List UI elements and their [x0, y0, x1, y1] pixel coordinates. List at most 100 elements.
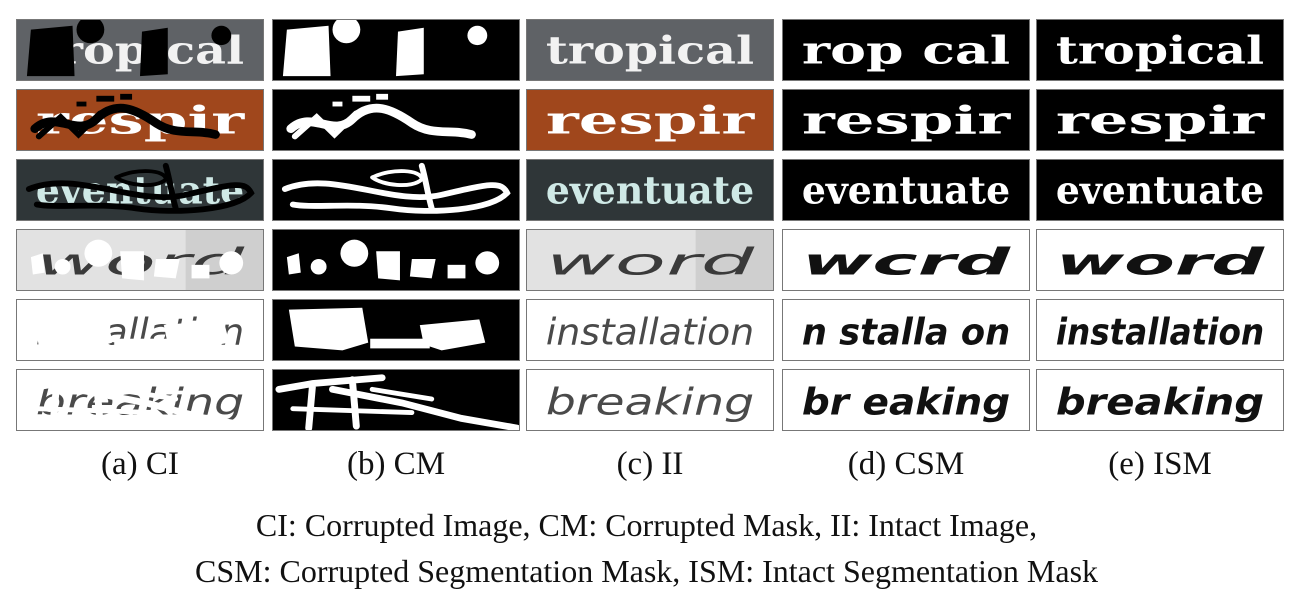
image-ci: installation: [17, 300, 263, 360]
image-ci: eventuate: [17, 160, 263, 220]
mask-shape: [211, 25, 232, 46]
segmentation-text: br eaking: [802, 380, 1010, 423]
word-text: installation: [546, 310, 754, 353]
caption-line-2: CSM: Corrupted Segmentation Mask, ISM: I…: [194, 553, 1099, 589]
column-label-ism: (e) ISM: [1108, 446, 1212, 482]
image-ii: respir: [527, 90, 773, 150]
image-ii: installation: [527, 300, 773, 360]
segmentation-text: wcrd: [802, 240, 1011, 283]
mask-shape: [291, 110, 360, 140]
segmentation-text: eventuate: [802, 168, 1010, 213]
column-label-csm: (d) CSM: [847, 446, 965, 482]
image-cm: [273, 370, 519, 430]
mask-shape: [475, 251, 500, 275]
image-csm: respir: [783, 90, 1029, 150]
cell-cm-eventuate: [272, 159, 520, 221]
cell-ii-breaking: breaking: [526, 369, 774, 431]
image-cm: [273, 300, 519, 360]
mask-shape: [162, 162, 179, 212]
mask-shape: [153, 259, 180, 279]
segmentation-text: word: [1056, 240, 1265, 283]
mask-shape: [84, 239, 113, 267]
cell-csm-eventuate: eventuate: [782, 159, 1030, 221]
mask-shape: [120, 93, 133, 100]
mask-shape: [281, 180, 511, 214]
image-csm: br eaking: [783, 370, 1029, 430]
mask-shape: [54, 259, 71, 275]
column-label-ci: (a) CI: [101, 446, 179, 482]
image-ii: word: [527, 230, 773, 290]
mask-shape: [352, 95, 371, 102]
mask-shape: [76, 20, 105, 44]
mask-shape: [30, 253, 45, 275]
mask-shape: [419, 319, 486, 351]
mask-shape: [332, 20, 361, 44]
mask-shape: [120, 251, 144, 281]
mask-shape: [376, 251, 400, 281]
mask-shape: [34, 386, 179, 415]
caption-line-1: CI: Corrupted Image, CM: Corrupted Mask,…: [255, 507, 1038, 543]
mask-shape: [219, 251, 244, 275]
image-ci: respir: [17, 90, 263, 150]
image-ism: installation: [1037, 300, 1283, 360]
image-cm: [273, 230, 519, 290]
cell-cm-tropical: [272, 19, 520, 81]
column-label-cm: (b) CM: [346, 446, 446, 482]
mask-shape: [76, 329, 107, 339]
image-cm: [273, 160, 519, 220]
image-csm: rop cal: [783, 20, 1029, 80]
mask-shape: [396, 27, 424, 77]
image-ism: tropical: [1037, 20, 1283, 80]
cell-ii-tropical: tropical: [526, 19, 774, 81]
word-text: breaking: [546, 380, 754, 423]
segmentation-text: n stalla on: [802, 310, 1010, 353]
segmentation-text: respir: [802, 98, 1012, 143]
mask-shape: [275, 374, 519, 430]
cell-ii-eventuate: eventuate: [526, 159, 774, 221]
mask-shape: [286, 253, 301, 275]
cell-ci-installation: installation: [16, 299, 264, 361]
mask-shape: [282, 25, 331, 77]
cell-ism-respir: respir: [1036, 89, 1284, 151]
mask-shape: [376, 93, 389, 100]
cell-ci-eventuate: eventuate: [16, 159, 264, 221]
cell-ism-eventuate: eventuate: [1036, 159, 1284, 221]
mask-shape: [288, 307, 369, 351]
mask-shape: [163, 319, 230, 351]
image-ii: breaking: [527, 370, 773, 430]
image-ci: breaking: [17, 370, 263, 430]
segmentation-text: rop cal: [802, 28, 1010, 73]
mask-shape: [467, 25, 488, 46]
mask-shape: [370, 169, 424, 187]
mask-shape: [76, 101, 87, 107]
mask-shape: [32, 307, 113, 351]
image-csm: n stalla on: [783, 300, 1029, 360]
image-cm: [273, 90, 519, 150]
cell-cm-respir: [272, 89, 520, 151]
image-csm: wcrd: [783, 230, 1029, 290]
mask-shape: [19, 374, 263, 430]
mask-shape: [409, 259, 436, 279]
image-ism: word: [1037, 230, 1283, 290]
mask-shape: [35, 110, 104, 140]
mask-shape: [114, 169, 168, 187]
word-text: tropical: [546, 28, 754, 73]
cell-ism-breaking: breaking: [1036, 369, 1284, 431]
segmentation-text: tropical: [1056, 28, 1264, 73]
mask-shape: [290, 386, 435, 415]
cell-ci-word: word: [16, 229, 264, 291]
word-text: eventuate: [546, 168, 754, 213]
cell-ci-respir: respir: [16, 89, 264, 151]
image-cm: [273, 20, 519, 80]
image-ii: eventuate: [527, 160, 773, 220]
image-ism: breaking: [1037, 370, 1283, 430]
mask-shape: [310, 259, 327, 275]
mask-shape: [340, 239, 369, 267]
image-ism: respir: [1037, 90, 1283, 150]
image-ii: tropical: [527, 20, 773, 80]
cell-csm-installation: n stalla on: [782, 299, 1030, 361]
word-text: respir: [546, 98, 756, 143]
column-label-ii: (c) II: [616, 446, 684, 482]
mask-shape: [191, 264, 210, 279]
mask-shape: [447, 264, 466, 279]
